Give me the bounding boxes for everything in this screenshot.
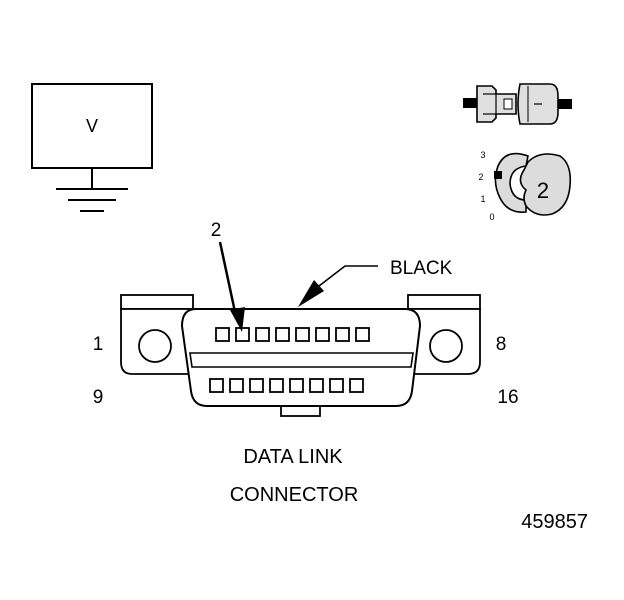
pin-row-top (215, 327, 370, 342)
pin-label-8: 8 (496, 334, 507, 355)
pin-label-9: 9 (93, 387, 104, 408)
key-head (519, 153, 572, 216)
ground-symbol (56, 168, 128, 212)
figure-number: 459857 (521, 511, 588, 533)
pin-cavity-11 (249, 378, 264, 393)
pin-cavity-2 (235, 327, 250, 342)
callout-black: BLACK (298, 258, 453, 307)
pin-cavity-10 (229, 378, 244, 393)
pin-cavity-7 (335, 327, 350, 342)
pin-label-1: 1 (93, 334, 104, 355)
switch-position-2: 2 (478, 172, 483, 182)
connector-title-line1: DATA LINK (243, 446, 343, 468)
switch-position-3: 3 (480, 150, 485, 160)
pin-cavity-15 (329, 378, 344, 393)
callout-black-arrowhead (298, 280, 324, 307)
pin-row-bottom (209, 378, 364, 393)
pin-cavity-6 (315, 327, 330, 342)
pin-cavity-8 (355, 327, 370, 342)
data-link-connector: 1 8 9 16 (93, 294, 519, 417)
voltmeter-box (31, 83, 153, 169)
pin-cavity-12 (269, 378, 284, 393)
pin-cavity-14 (309, 378, 324, 393)
mounting-tab-left (120, 294, 194, 310)
switch-position-1: 1 (480, 194, 485, 204)
mounting-hole-left (138, 329, 172, 363)
switch-position-0: 0 (489, 212, 494, 222)
connector-color-label: BLACK (390, 258, 453, 279)
ignition-switch: 3 2 1 0 2 (478, 150, 572, 222)
pin-cavity-9 (209, 378, 224, 393)
switch-barrel (494, 152, 529, 214)
pin-cavity-13 (289, 378, 304, 393)
pin-label-16: 16 (497, 387, 518, 408)
pin-cavity-16 (349, 378, 364, 393)
callout-pin-2-arrowhead (230, 307, 245, 332)
callout-pin-2-label: 2 (211, 220, 222, 241)
pin-cavity-4 (275, 327, 290, 342)
key-connector-icon (463, 83, 572, 125)
voltmeter: V (31, 83, 153, 212)
pin-cavity-3 (255, 327, 270, 342)
callout-pin-2: 2 (211, 220, 245, 332)
switch-indicator (494, 171, 502, 179)
connector-divider (189, 352, 414, 368)
switch-selected-position: 2 (537, 178, 549, 203)
pin-cavity-1 (215, 327, 230, 342)
voltmeter-label: V (86, 116, 98, 136)
pin-cavity-5 (295, 327, 310, 342)
mounting-hole-right (429, 329, 463, 363)
connector-title-line2: CONNECTOR (230, 484, 359, 506)
mounting-tab-right (407, 294, 481, 310)
